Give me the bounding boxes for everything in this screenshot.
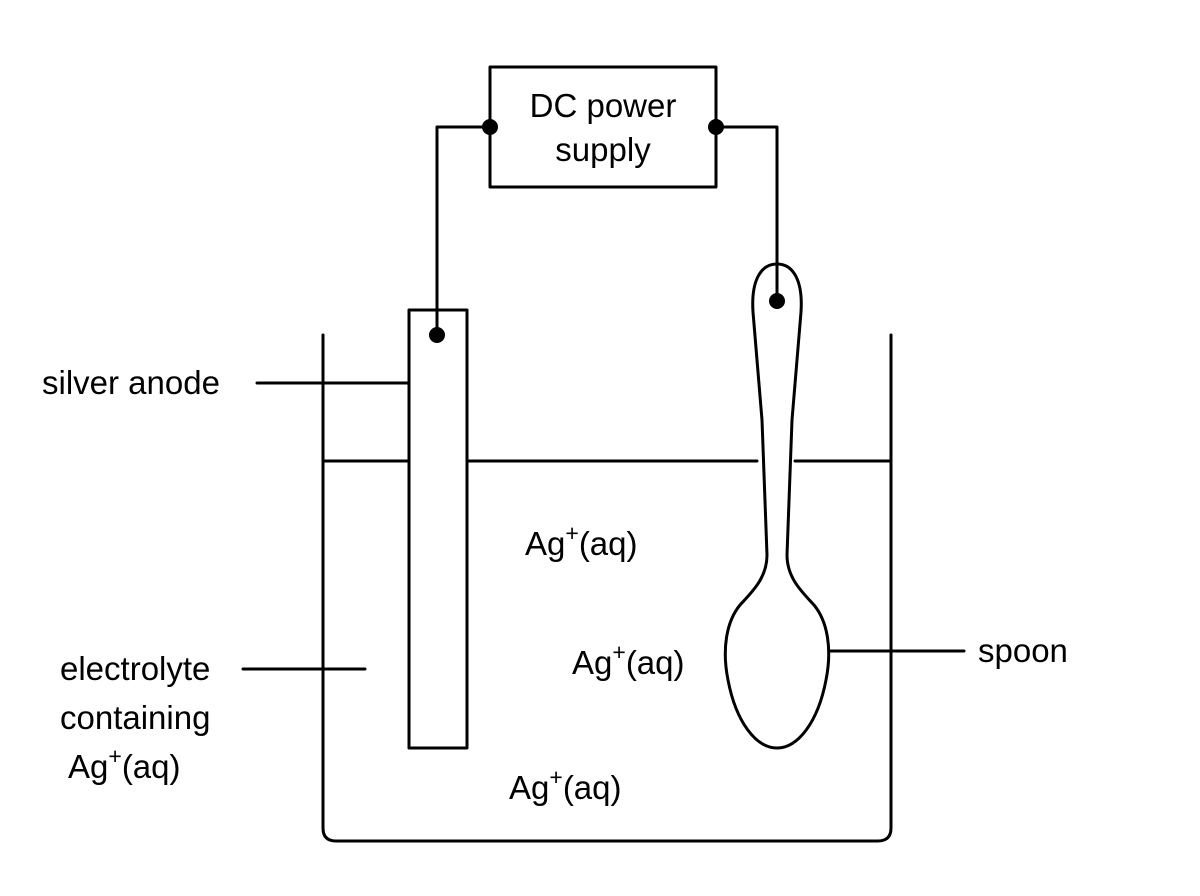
ion-charge: + [565, 520, 578, 546]
ion-charge: + [612, 639, 625, 665]
electrolyte-ion-state: (aq) [122, 748, 181, 785]
ion-label: Ag+(aq) [509, 764, 622, 806]
anode-connection [429, 327, 445, 343]
ion-label: Ag+(aq) [525, 520, 638, 562]
silver-anode-label: silver anode [42, 364, 220, 401]
dc-power-supply [488, 65, 718, 189]
ion-label: Ag+(aq) [572, 639, 685, 681]
power-supply-label-line2: supply [555, 131, 651, 168]
ion-state: (aq) [626, 644, 685, 681]
ion-state: (aq) [579, 525, 638, 562]
ion-base: Ag [509, 769, 549, 806]
wire-to-spoon [714, 125, 779, 303]
ion-base: Ag [572, 644, 612, 681]
spoon-label: spoon [978, 632, 1068, 669]
ion-state: (aq) [563, 769, 622, 806]
silver-anode [407, 308, 469, 750]
supply-terminal-left [482, 119, 498, 135]
beaker [321, 333, 893, 843]
electrolyte-label-line1: electrolyte [60, 650, 210, 687]
power-supply-label-line1: DC power [530, 87, 677, 124]
supply-terminal-right [708, 119, 724, 135]
electrolyte-ion-base: Ag [68, 748, 108, 785]
electrolyte-label-line3: Ag+(aq) [68, 743, 181, 785]
electrolyte-label-line2: containing [60, 699, 210, 736]
wire-to-anode [435, 125, 492, 337]
ion-charge: + [549, 764, 562, 790]
spoon-connection [769, 293, 785, 309]
spoon [723, 262, 831, 750]
ion-base: Ag [525, 525, 565, 562]
electrolyte-ion-charge: + [108, 743, 121, 769]
